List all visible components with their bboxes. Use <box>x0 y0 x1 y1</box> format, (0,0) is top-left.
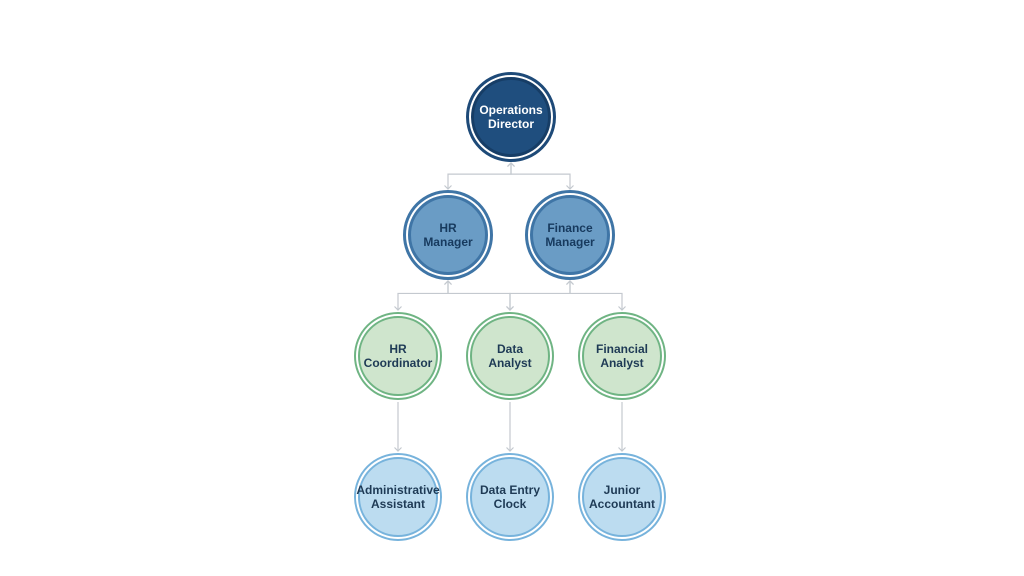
connector-hr-manager-to-data-analyst <box>447 281 511 310</box>
connector-hr-manager-to-data-analyst-origin-arrow <box>444 280 452 285</box>
node-label: HR Coordinator <box>363 342 433 370</box>
node-operations-director[interactable]: Operations Director <box>466 72 556 162</box>
connector-finance-manager-to-data-analyst-arrow <box>506 306 514 311</box>
connector-hr-manager-to-hr-coordinator <box>397 281 449 310</box>
node-label: Administrative Assistant <box>356 483 440 511</box>
connector-data-analyst-to-data-entry-clock-arrow <box>506 447 514 452</box>
connector-hr-coordinator-to-administrative-assistant-arrow <box>394 447 402 452</box>
node-label: Operations Director <box>479 103 543 131</box>
node-label: Financial Analyst <box>595 342 648 370</box>
connector-operations-director-to-hr-manager <box>447 163 512 189</box>
connector-finance-manager-to-financial-analyst-arrow <box>618 306 626 311</box>
node-junior-accountant[interactable]: Junior Accountant <box>578 453 666 541</box>
node-finance-manager[interactable]: Finance Manager <box>525 190 615 280</box>
connector-operations-director-to-finance-manager-arrow <box>566 185 574 190</box>
node-label: Junior Accountant <box>589 483 655 511</box>
connector-financial-analyst-to-junior-accountant-arrow <box>618 447 626 452</box>
node-hr-coordinator[interactable]: HR Coordinator <box>354 312 442 400</box>
connector-operations-director-to-finance-manager <box>510 163 571 189</box>
connector-finance-manager-to-data-analyst <box>509 281 571 310</box>
node-label: Data Analyst <box>488 342 532 370</box>
node-administrative-assistant[interactable]: Administrative Assistant <box>354 453 442 541</box>
node-data-entry-clock[interactable]: Data Entry Clock <box>466 453 554 541</box>
node-label: HR Manager <box>423 221 473 249</box>
node-financial-analyst[interactable]: Financial Analyst <box>578 312 666 400</box>
connector-operations-director-to-finance-manager-origin-arrow <box>507 162 515 167</box>
connector-finance-manager-to-financial-analyst <box>569 281 623 310</box>
node-data-analyst[interactable]: Data Analyst <box>466 312 554 400</box>
connector-hr-manager-to-hr-coordinator-arrow <box>394 306 402 311</box>
connector-operations-director-to-hr-manager-arrow <box>444 185 452 190</box>
node-label: Data Entry Clock <box>479 483 541 511</box>
node-hr-manager[interactable]: HR Manager <box>403 190 493 280</box>
node-label: Finance Manager <box>545 221 595 249</box>
connector-finance-manager-to-financial-analyst-origin-arrow <box>566 280 574 285</box>
